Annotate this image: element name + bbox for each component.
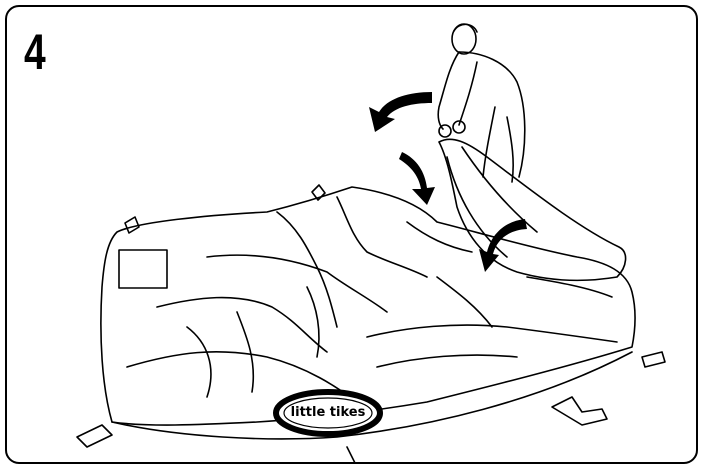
curved-arrow <box>369 92 432 132</box>
person-figure <box>438 24 525 182</box>
deflated-bounce-house <box>101 187 635 425</box>
anchor-tab <box>642 352 665 367</box>
curved-arrow <box>479 219 527 272</box>
little-tikes-logo-text: little tikes <box>285 405 371 421</box>
anchor-tab <box>552 397 607 425</box>
anchor-tab <box>77 425 112 447</box>
curved-arrow <box>399 152 435 205</box>
bounce-house-illustration <box>7 7 698 464</box>
instruction-step-panel: 4 <box>5 5 698 464</box>
window-patch <box>119 250 167 288</box>
